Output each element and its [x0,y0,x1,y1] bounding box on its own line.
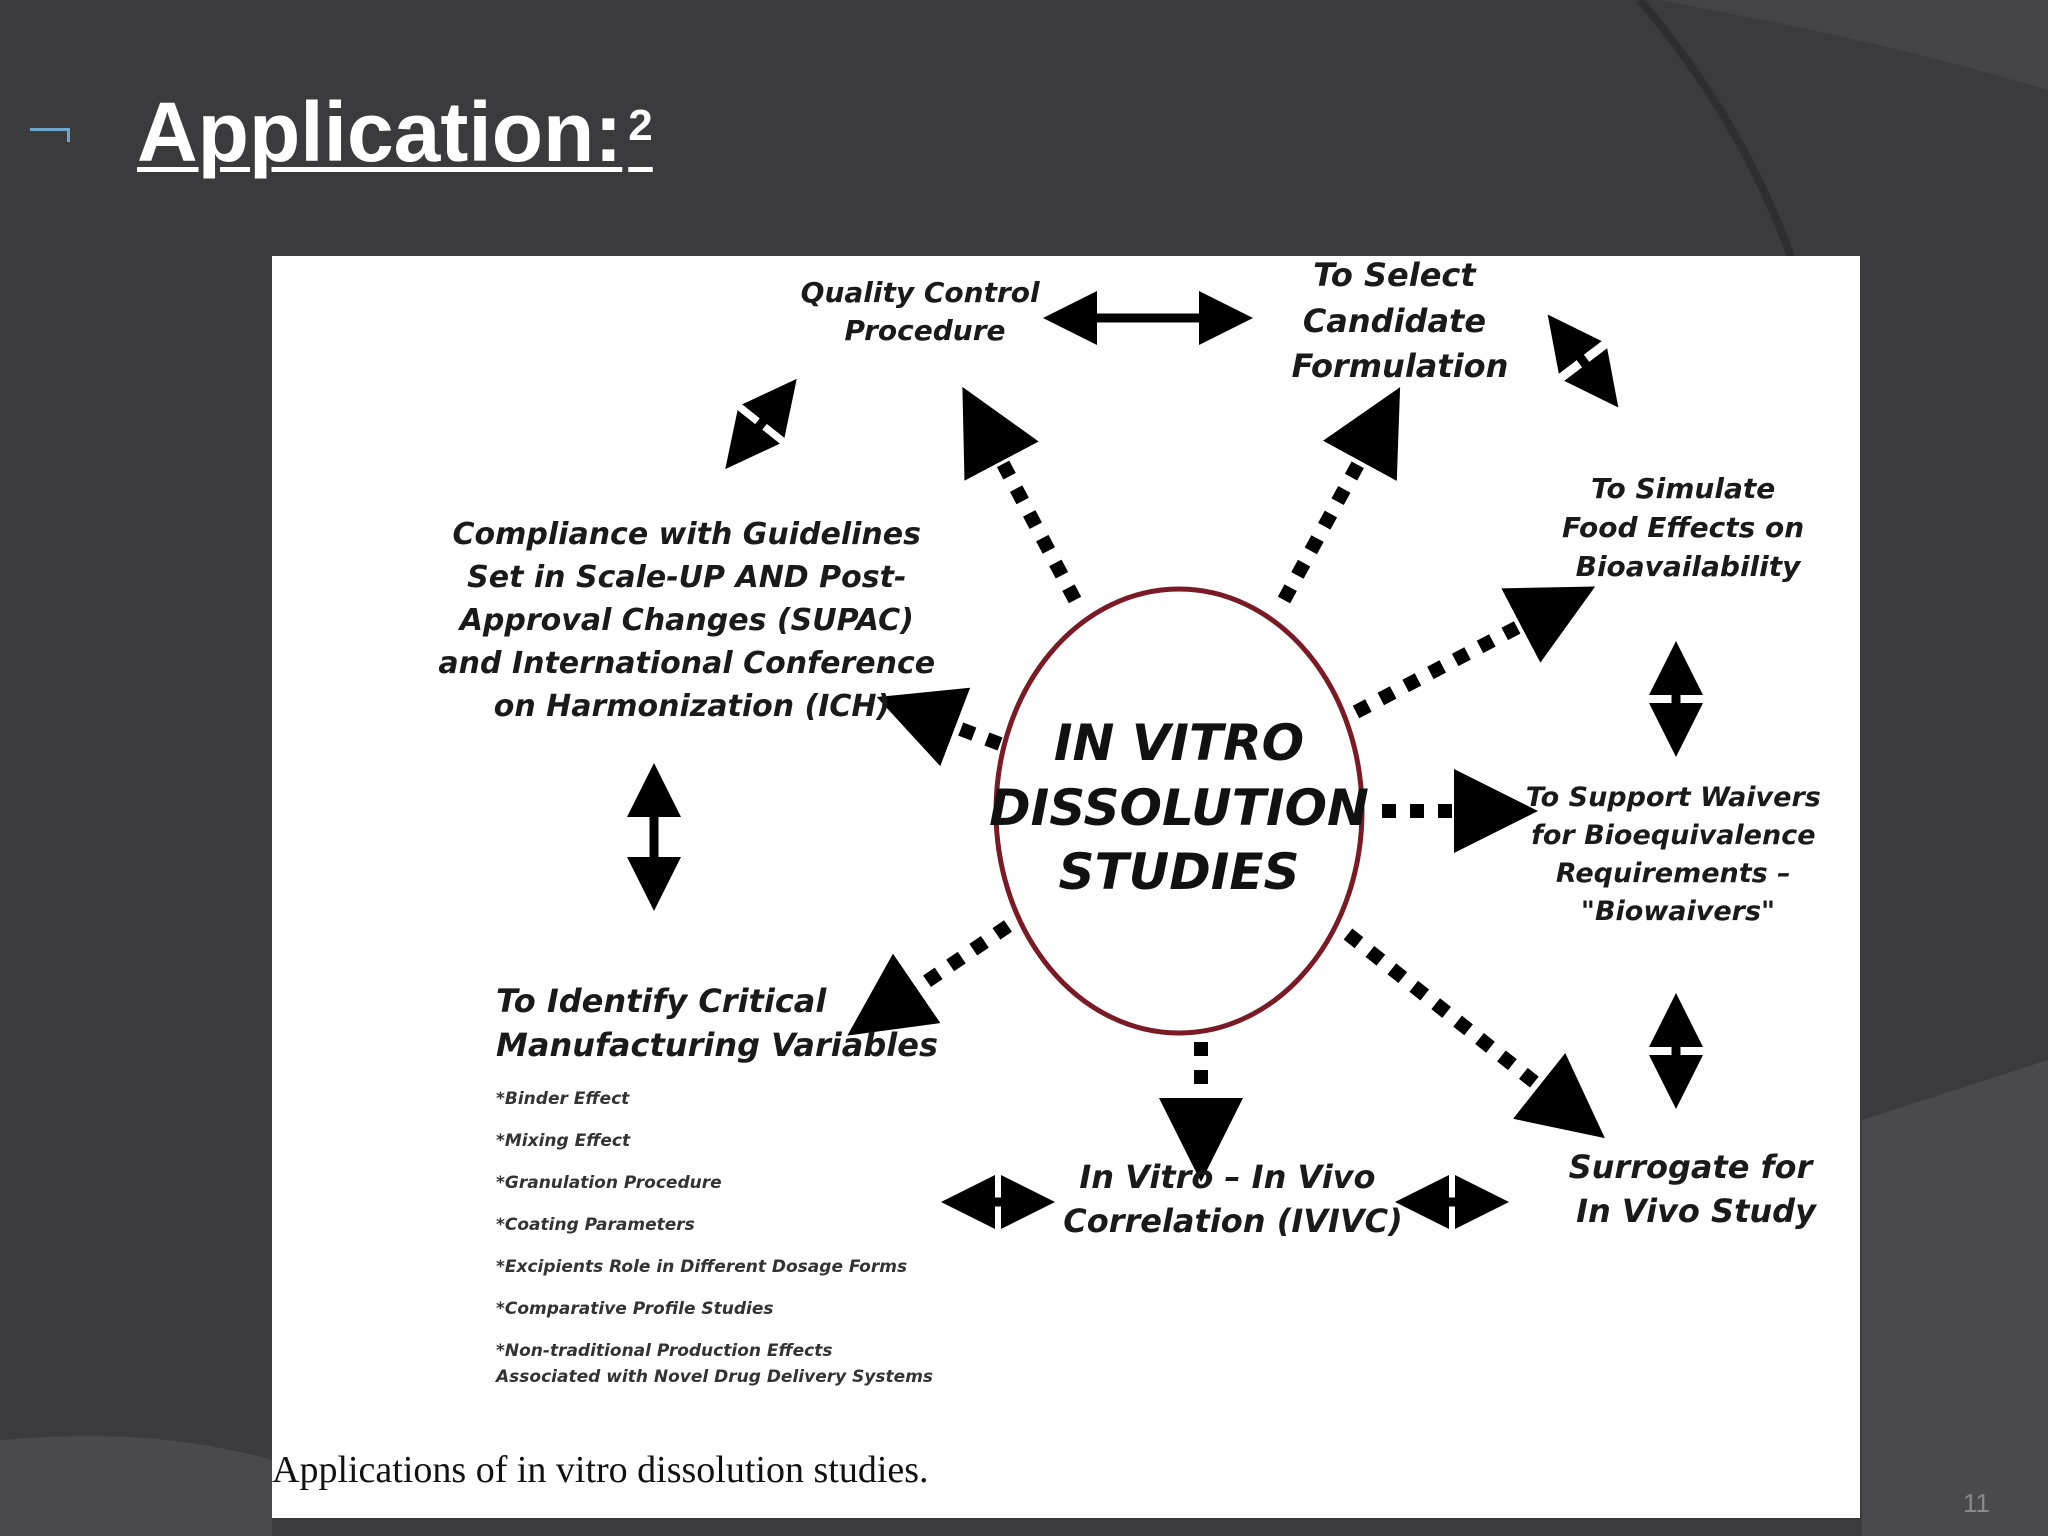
list-item: Associated with Novel Drug Delivery Syst… [494,1367,933,1387]
list-item: *Binder Effect [496,1089,630,1109]
simulate-food-label: To Simulate Food Effects on Bioavailabil… [1562,472,1814,583]
arrow-to-critical-variables [847,920,1012,1036]
arrow-to-surrogate [1343,928,1605,1139]
link-select-food [1547,314,1619,408]
diagram-panel: IN VITRO DISSOLUTION STUDIES Quality Con… [272,256,1860,1518]
arrow-to-compliance [876,687,1003,767]
arrow-to-select-formulation [1277,387,1401,604]
list-item: *Mixing Effect [496,1131,631,1151]
slide-title-text: Application: [137,85,623,179]
dissolution-diagram: IN VITRO DISSOLUTION STUDIES Quality Con… [272,256,1831,1491]
list-item: *Excipients Role in Different Dosage For… [496,1257,907,1277]
critical-variables-list: *Binder Effect *Mixing Effect *Granulati… [494,1089,933,1387]
arrow-to-quality-control [962,386,1082,604]
arrow-to-simulate-food [1352,586,1596,719]
center-line-3: STUDIES [1059,843,1300,901]
list-item: *Non-traditional Production Effects [496,1341,833,1361]
list-item: *Granulation Procedure [496,1173,722,1193]
center-line-2: DISSOLUTION [989,779,1369,837]
diagram-caption: Applications of in vitro dissolution stu… [272,1449,929,1491]
quality-control-label: Quality Control Procedure [801,276,1050,347]
list-item: *Comparative Profile Studies [496,1299,774,1319]
center-line-1: IN VITRO [1054,714,1304,772]
title-superscript: 2 [628,101,653,150]
link-compliance-quality [725,378,797,470]
ivivc-label: In Vitro – In Vivo Correlation (IVIVC) [1063,1158,1403,1240]
list-item: *Coating Parameters [496,1215,695,1235]
biowaivers-label: To Support Waivers for Bioequivalence Re… [1526,782,1831,927]
critical-variables-label: To Identify Critical Manufacturing Varia… [496,982,938,1064]
title-bullet-icon [30,128,70,142]
slide-title: Application:2 [137,82,653,183]
page-number: 11 [1963,1488,1990,1518]
surrogate-label: Surrogate for In Vivo Study [1569,1148,1824,1230]
center-circle [993,586,1365,1036]
select-formulation-label: To Select Candidate Formulation [1292,256,1509,385]
compliance-label: Compliance with Guidelines Set in Scale-… [438,517,945,724]
